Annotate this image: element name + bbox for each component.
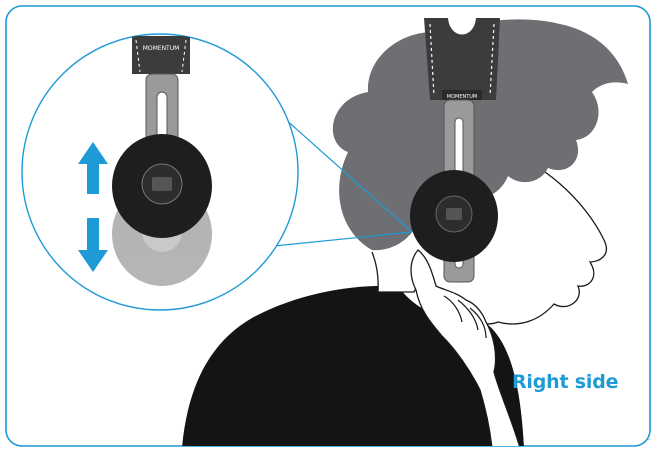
arrow-up-icon xyxy=(78,142,108,194)
zoom-earcup-logo xyxy=(152,177,172,191)
figure-mark: · xyxy=(648,436,651,444)
zoom-connector xyxy=(273,117,413,247)
zoom-brand-label: MOMENTUM xyxy=(143,45,180,52)
headband xyxy=(424,18,500,100)
zoom-headband xyxy=(132,36,190,74)
person-hair xyxy=(332,19,628,251)
arrow-down-icon xyxy=(78,218,108,272)
side-caption: Right side xyxy=(512,371,619,393)
headband-stitching xyxy=(429,23,495,97)
brand-label: MOMENTUM xyxy=(447,94,478,100)
brand-plate xyxy=(442,90,482,100)
hand-fingers xyxy=(443,295,487,339)
headband-notch xyxy=(448,18,476,35)
person-hand xyxy=(410,249,521,446)
earcup-logo xyxy=(446,208,462,220)
zoom-headband-stitching xyxy=(135,39,187,73)
